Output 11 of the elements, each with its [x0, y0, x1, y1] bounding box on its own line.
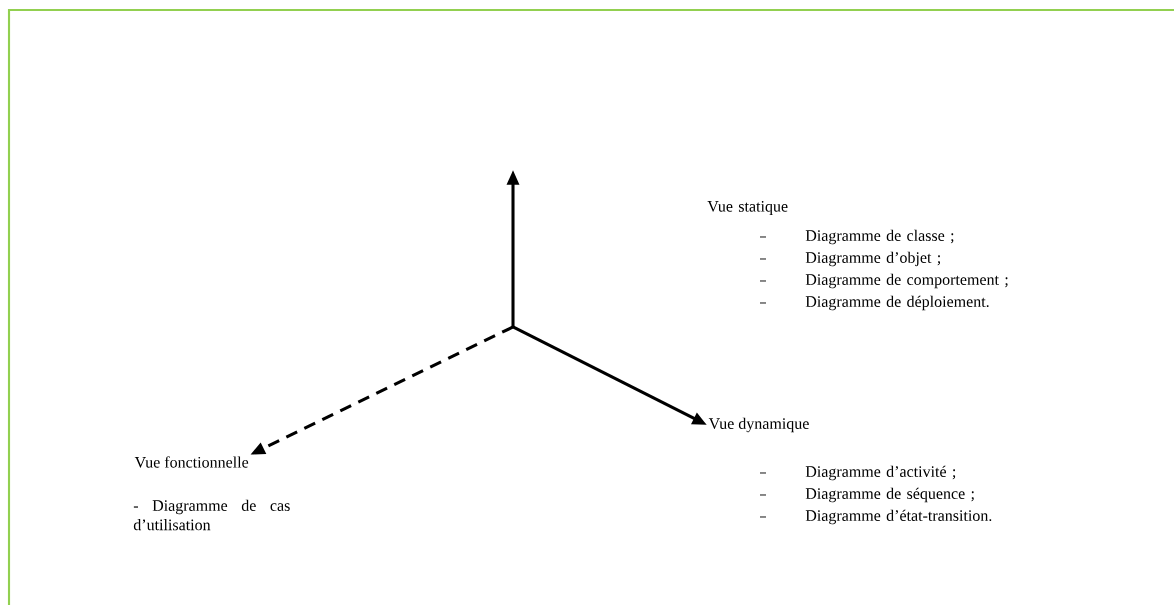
view-title: Vue statique: [707, 201, 788, 215]
list-item: Diagramme d’état-transition.: [805, 509, 992, 525]
list-item: Diagramme de classe ;: [805, 229, 954, 245]
list-item: Diagramme d’activité ;: [805, 465, 956, 481]
list-item: Diagramme de déploiement.: [805, 295, 989, 311]
list-item: Diagramme de séquence ;: [805, 487, 974, 503]
list-item: Diagramme d’objet ;: [805, 251, 940, 267]
list-item: Diagramme de comportement ;: [805, 273, 1008, 289]
view-title: Vue fonctionnelle: [134, 456, 249, 468]
view-title: Vue dynamique: [708, 417, 809, 433]
list-item: - Diagramme de cas d’utilisation: [133, 499, 290, 531]
